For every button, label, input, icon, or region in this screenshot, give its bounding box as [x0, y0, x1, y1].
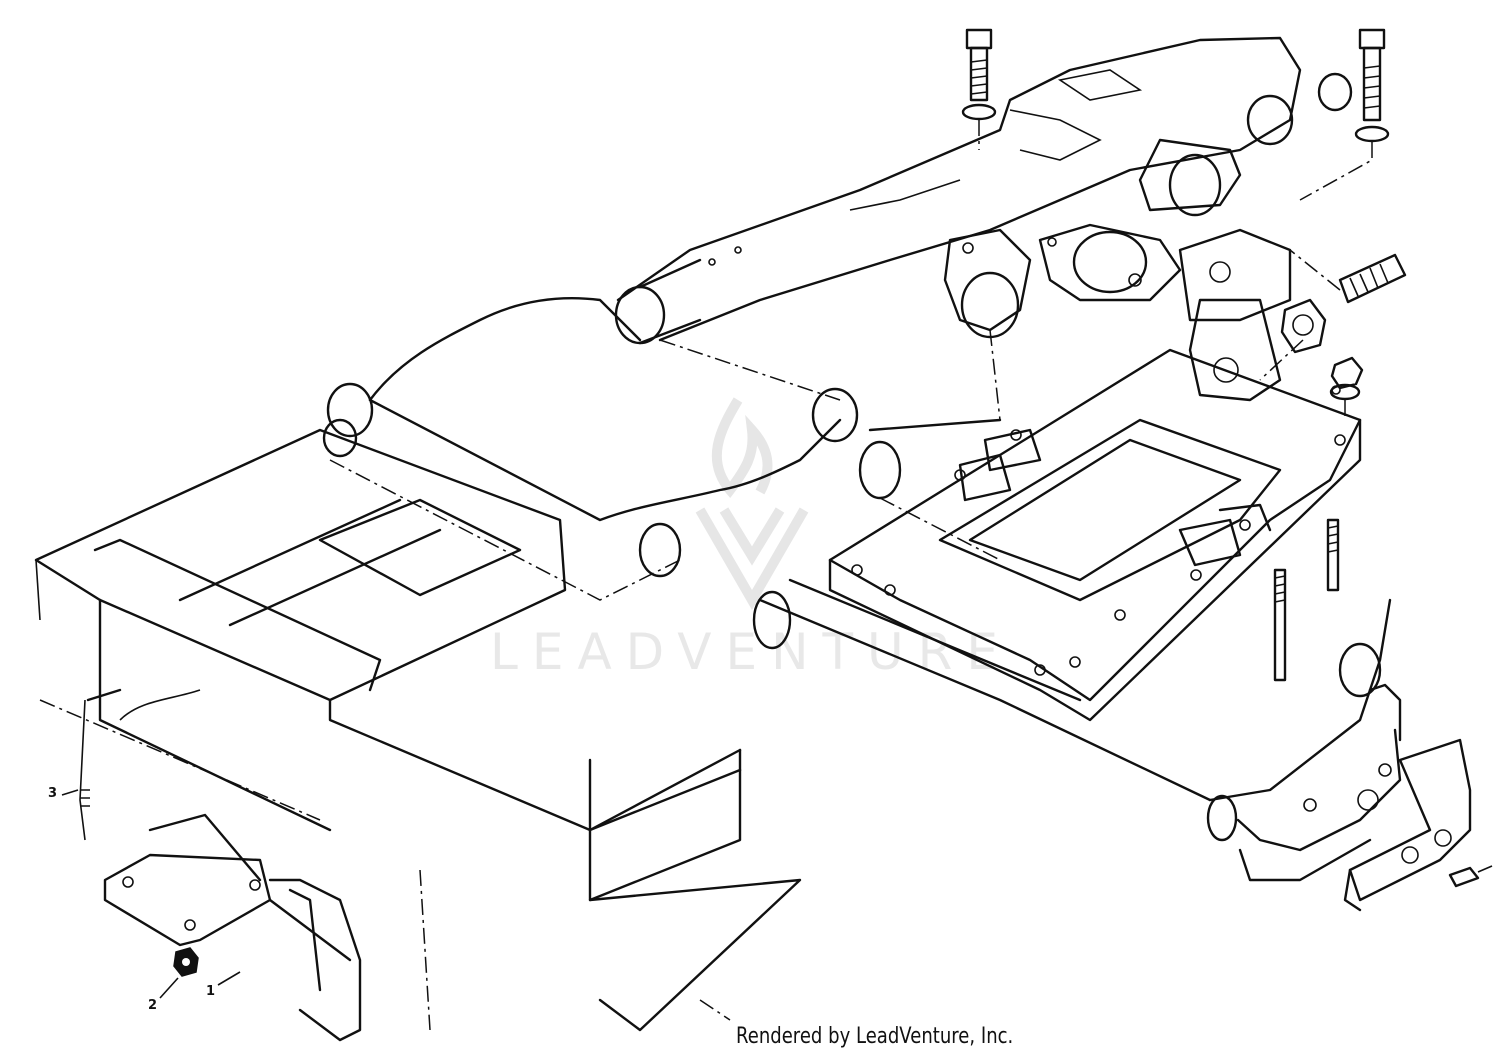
lift-arm-bore	[1246, 94, 1294, 146]
cross-shaft-right	[752, 418, 1402, 882]
trunnion-right	[1178, 228, 1292, 322]
cap-screw	[1448, 866, 1480, 888]
hex-nut-large	[1280, 298, 1327, 354]
trunnion-left	[943, 228, 1032, 332]
watermark-text: LEADVENTURE	[490, 623, 1012, 681]
frame-crossmember	[34, 428, 802, 1032]
u-bolt	[1273, 518, 1340, 682]
watermark-flame-icon	[711, 397, 773, 499]
hex-nut-small	[1330, 356, 1364, 390]
clamp-bracket	[1343, 738, 1493, 912]
callout-2: 2	[148, 998, 158, 1013]
upper-bolt-right	[1354, 28, 1390, 143]
torn-cylinder-section	[322, 297, 859, 601]
mounting-bracket	[79, 688, 362, 1042]
upper-bolt-left	[961, 28, 997, 121]
leader-1	[217, 971, 241, 986]
lift-shaft-end	[614, 285, 666, 345]
watermark-v-icon	[695, 507, 809, 610]
support-plate	[828, 298, 1362, 722]
callout-1: 1	[206, 984, 216, 999]
leader-3	[61, 789, 79, 796]
leader-2	[159, 977, 179, 999]
lift-arm-pin	[1317, 72, 1353, 112]
cylinder-end-left	[326, 382, 374, 438]
render-credit: Rendered by LeadVenture, Inc.	[736, 1024, 1014, 1049]
lock-nut	[173, 947, 199, 977]
threaded-stud-right	[1280, 253, 1407, 401]
plate-boss	[1188, 298, 1282, 402]
callout-3: 3	[48, 786, 58, 801]
